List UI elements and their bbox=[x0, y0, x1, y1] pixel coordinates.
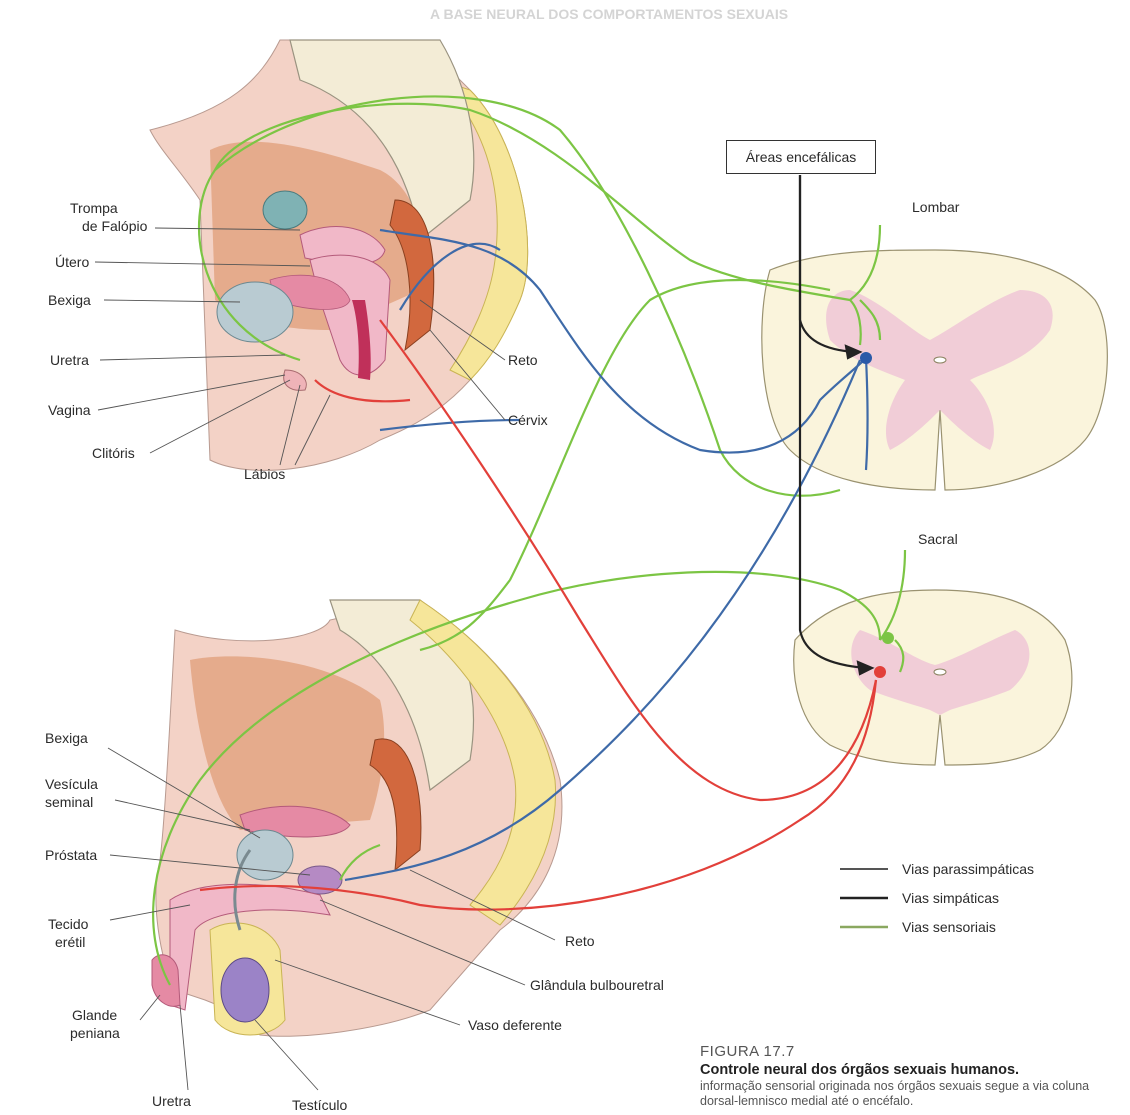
label-tecido-line1: Tecido bbox=[48, 916, 89, 932]
label-bexiga-female: Bexiga bbox=[48, 292, 91, 308]
spinal-cord-sacral bbox=[794, 590, 1072, 765]
label-glande-line1: Glande bbox=[72, 1007, 117, 1023]
legend: Vias parassimpáticas Vias simpáticas Via… bbox=[840, 861, 1034, 935]
legend-label-parasympathetic: Vias parassimpáticas bbox=[902, 861, 1034, 877]
male-testicle bbox=[221, 958, 269, 1022]
label-prostata: Próstata bbox=[45, 847, 97, 863]
label-reto-female: Reto bbox=[508, 352, 538, 368]
label-sacral: Sacral bbox=[918, 531, 958, 547]
label-trompa-line1: Trompa bbox=[70, 200, 118, 216]
label-clitoris: Clitóris bbox=[92, 445, 135, 461]
label-reto-male: Reto bbox=[565, 933, 595, 949]
label-uretra-female: Uretra bbox=[50, 352, 89, 368]
female-anatomy bbox=[150, 40, 528, 470]
figure-title: Controle neural dos órgãos sexuais human… bbox=[700, 1062, 1019, 1078]
label-trompa-line2: de Falópio bbox=[82, 218, 148, 234]
lumbar-sympathetic-nucleus bbox=[860, 352, 872, 364]
label-uretra-male: Uretra bbox=[152, 1093, 191, 1109]
label-glandula-bulbouretral: Glândula bulbouretral bbox=[530, 977, 664, 993]
label-vaso-deferente: Vaso deferente bbox=[468, 1017, 562, 1033]
label-vesicula-line2: seminal bbox=[45, 794, 93, 810]
legend-label-sympathetic: Vias simpáticas bbox=[902, 890, 999, 906]
male-anatomy bbox=[152, 600, 562, 1036]
figure-number: FIGURA 17.7 bbox=[700, 1043, 795, 1060]
label-vesicula-line1: Vesícula bbox=[45, 776, 98, 792]
sacral-parasympathetic-nucleus bbox=[874, 666, 886, 678]
female-ovary bbox=[263, 191, 307, 229]
figure-caption-text: informação sensorial originada nos órgão… bbox=[700, 1079, 1128, 1109]
label-tecido-line2: erétil bbox=[55, 934, 85, 950]
sacral-sensory-nucleus bbox=[882, 632, 894, 644]
label-vagina: Vagina bbox=[48, 402, 91, 418]
label-utero: Útero bbox=[55, 254, 89, 270]
brain-areas-label: Áreas encefálicas bbox=[746, 149, 857, 165]
label-labios: Lábios bbox=[244, 466, 285, 482]
label-lombar: Lombar bbox=[912, 199, 960, 215]
label-cervix: Cérvix bbox=[508, 412, 548, 428]
label-glande-line2: peniana bbox=[70, 1025, 120, 1041]
male-glans bbox=[152, 955, 180, 1007]
brain-areas-box: Áreas encefálicas bbox=[726, 140, 876, 174]
label-bexiga-male: Bexiga bbox=[45, 730, 88, 746]
legend-label-sensory: Vias sensoriais bbox=[902, 919, 996, 935]
label-testiculo: Testículo bbox=[292, 1097, 347, 1113]
